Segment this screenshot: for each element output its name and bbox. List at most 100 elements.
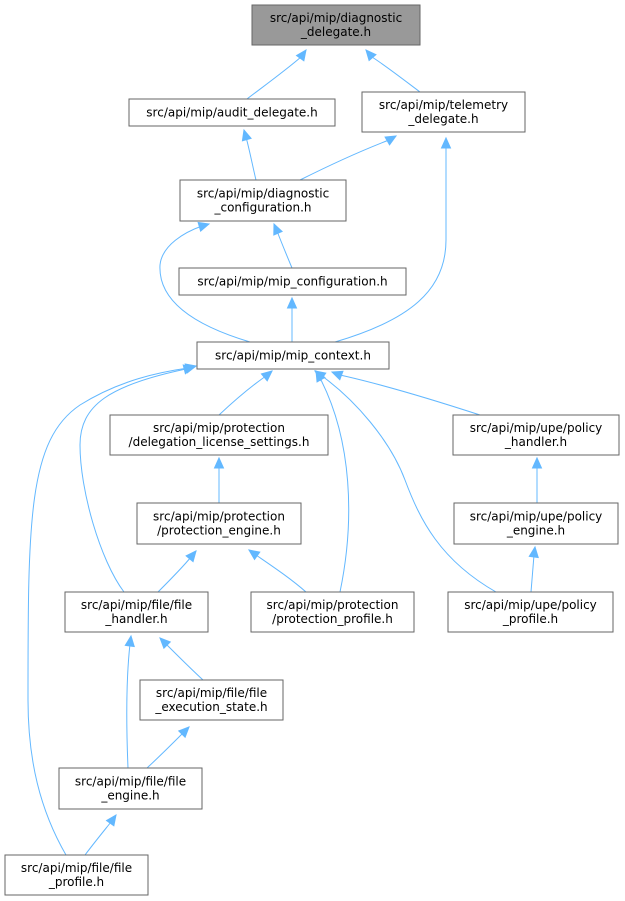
edge-connector <box>388 135 397 141</box>
node-file-handler[interactable]: src/api/mip/file/file_handler.h <box>64 591 209 633</box>
edge-line <box>276 230 293 269</box>
node-upe-policy-engine[interactable]: src/api/mip/upe/policy_engine.h <box>453 502 619 545</box>
node-box[interactable] <box>64 591 209 633</box>
edge-mip_context-to-mip_configuration <box>286 296 298 342</box>
edge-mip_context-to-telemetry_delegate <box>334 136 452 343</box>
edge-line <box>27 367 189 856</box>
edge-upe_policy_profile-to-mip_context <box>314 370 497 593</box>
edge-connector <box>190 550 197 558</box>
node-label: _engine.h <box>100 789 159 803</box>
edge-upe_policy_engine-to-upe_policy_handler <box>531 456 543 503</box>
node-label: _configuration.h <box>213 201 311 215</box>
edge-upe_policy_handler-to-mip_context <box>330 370 481 416</box>
node-label: _profile.h <box>502 612 558 626</box>
node-label: src/api/mip/diagnostic <box>197 187 329 201</box>
node-box[interactable] <box>128 98 336 127</box>
edge-line <box>84 821 112 856</box>
edge-telemetry_delegate-to-diagnostic_delegate <box>365 49 421 93</box>
node-label: src/api/mip/upe/policy <box>470 421 603 435</box>
node-audit-delegate[interactable]: src/api/mip/audit_delegate.h <box>128 98 336 127</box>
node-diagnostic-delegate[interactable]: src/api/mip/diagnostic_delegate.h <box>251 4 421 46</box>
node-box[interactable] <box>109 414 329 456</box>
edge-connector <box>110 814 117 823</box>
node-label: /delegation_license_settings.h <box>129 435 310 449</box>
node-file-execution-state[interactable]: src/api/mip/file/file_execution_state.h <box>139 679 284 721</box>
edge-line <box>339 374 481 416</box>
node-label: src/api/mip/file/file <box>75 775 186 789</box>
edge-line <box>245 136 257 181</box>
node-box[interactable] <box>447 591 614 633</box>
node-box[interactable] <box>452 414 620 456</box>
edge-protection_profile-to-mip_context <box>315 369 350 593</box>
edge-diagnostic_configuration-to-telemetry_delegate <box>299 135 398 181</box>
node-box[interactable] <box>361 91 526 133</box>
node-label: src/api/mip/file/file <box>81 598 192 612</box>
node-label: src/api/mip/telemetry <box>379 98 508 112</box>
node-label: _delegate.h <box>407 112 478 126</box>
node-box[interactable] <box>179 179 347 222</box>
node-box[interactable] <box>250 591 415 633</box>
node-label: src/api/mip/upe/policy <box>470 510 603 524</box>
node-label: _engine.h <box>506 524 565 538</box>
edge-connector <box>300 49 307 58</box>
node-file-profile[interactable]: src/api/mip/file/file_profile.h <box>4 854 149 896</box>
node-label: src/api/mip/file/file <box>21 861 132 875</box>
node-upe-policy-profile[interactable]: src/api/mip/upe/policy_profile.h <box>447 591 614 633</box>
node-mip-configuration[interactable]: src/api/mip/mip_configuration.h <box>178 267 407 296</box>
node-box[interactable] <box>139 679 284 721</box>
edge-file_execution_state-to-file_handler <box>159 637 204 681</box>
edge-arrowhead <box>273 222 283 236</box>
edge-line <box>319 377 350 593</box>
node-delegation-license-settings[interactable]: src/api/mip/protection/delegation_licens… <box>109 414 329 456</box>
edge-line <box>79 368 187 593</box>
node-box[interactable] <box>178 267 407 296</box>
edge-connector <box>314 370 323 377</box>
node-label: src/api/mip/upe/policy <box>464 598 597 612</box>
node-file-engine[interactable]: src/api/mip/file/file_engine.h <box>58 767 203 810</box>
node-box[interactable] <box>58 767 203 810</box>
edge-file_handler-to-mip_context <box>79 364 196 593</box>
node-label: _execution_state.h <box>154 700 267 714</box>
node-label: _delegate.h <box>300 25 371 39</box>
edge-arrowhead <box>528 545 539 559</box>
edge-arrowhead <box>384 135 398 146</box>
edge-file_profile-to-file_engine <box>84 814 117 856</box>
edge-connector <box>265 370 273 377</box>
node-mip-context[interactable]: src/api/mip/mip_context.h <box>196 341 390 370</box>
node-label: src/api/mip/protection <box>153 510 285 524</box>
node-protection-engine[interactable]: src/api/mip/protection/protection_engine… <box>136 502 302 545</box>
edge-arrowhead <box>124 634 135 648</box>
node-box[interactable] <box>251 4 421 46</box>
node-label: /protection_engine.h <box>157 524 281 538</box>
node-box[interactable] <box>196 341 390 370</box>
node-protection-profile[interactable]: src/api/mip/protection/protection_profil… <box>250 591 415 633</box>
edge-file_engine-to-file_handler <box>124 634 135 769</box>
edge-arrowhead <box>184 363 198 374</box>
node-label: src/api/mip/diagnostic <box>270 11 402 25</box>
node-box[interactable] <box>4 854 149 896</box>
node-telemetry-delegate[interactable]: src/api/mip/telemetry_delegate.h <box>361 91 526 133</box>
node-label: src/api/mip/file/file <box>156 686 267 700</box>
node-label: src/api/mip/mip_configuration.h <box>197 275 387 289</box>
node-label: src/api/mip/protection <box>153 421 285 435</box>
edges-layer <box>27 49 543 856</box>
node-label: _profile.h <box>48 875 104 889</box>
edge-line <box>334 146 447 343</box>
node-box[interactable] <box>136 502 302 545</box>
edge-line <box>246 56 302 100</box>
edge-audit_delegate-to-diagnostic_delegate <box>246 49 307 100</box>
edge-connector <box>129 635 132 645</box>
edge-connector <box>331 371 341 376</box>
edge-diagnostic_configuration-to-audit_delegate <box>241 128 257 181</box>
edge-line <box>371 56 421 93</box>
edge-line <box>255 554 307 593</box>
node-label: _handler.h <box>504 435 567 449</box>
node-label: src/api/mip/protection <box>267 598 399 612</box>
node-diagnostic-configuration[interactable]: src/api/mip/diagnostic_configuration.h <box>179 179 347 222</box>
node-box[interactable] <box>453 502 619 545</box>
node-upe-policy-handler[interactable]: src/api/mip/upe/policy_handler.h <box>452 414 620 456</box>
edge-connector <box>187 365 197 369</box>
edge-connector <box>201 223 210 227</box>
edge-line <box>530 554 535 593</box>
